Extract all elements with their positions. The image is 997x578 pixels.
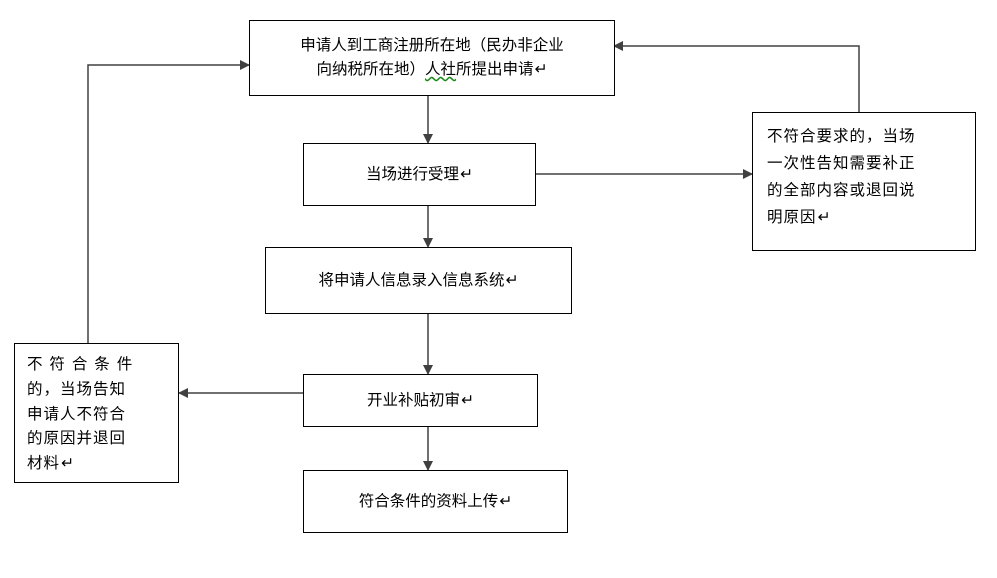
node-reject-line4: 的原因并退回 <box>27 429 127 448</box>
paragraph-mark: ↵ <box>505 271 519 290</box>
node-reject-line2: 的，当场告知 <box>27 379 127 398</box>
paragraph-mark: ↵ <box>460 165 473 184</box>
node-upload-text: 符合条件的资料上传 <box>358 492 499 511</box>
node-review-text: 开业补贴初审 <box>366 391 460 410</box>
node-enter-text: 将申请人信息录入信息系统 <box>318 271 505 290</box>
node-apply-line2-wavy: 人社 <box>424 60 456 79</box>
node-notify-line1: 不符合要求的，当场 <box>767 127 916 145</box>
node-enter-label: 将申请人信息录入信息系统↵ <box>318 268 518 292</box>
node-apply-line2-pre: 向纳税所在地） <box>316 60 425 79</box>
arrow-reject-to-apply <box>87 60 250 343</box>
node-accept-label: 当场进行受理↵ <box>366 162 473 186</box>
node-apply-line1: 申请人到工商注册所在地（民办非企业 <box>300 36 564 54</box>
node-reject-line5: 材料↵ <box>27 451 172 476</box>
node-accept-text: 当场进行受理 <box>365 165 459 184</box>
paragraph-mark: ↵ <box>61 454 76 473</box>
node-notify-line4-text: 明原因 <box>767 208 817 227</box>
node-notify-correct: 不符合要求的，当场 一次性告知需要补正 的全部内容或退回说 明原因↵ <box>752 112 976 251</box>
paragraph-mark: ↵ <box>499 492 513 511</box>
node-reject-line5-text: 材料 <box>27 454 61 473</box>
node-reject: 不 符 合 条 件 的，当场告知 申请人不符合 的原因并退回 材料↵ <box>14 343 179 483</box>
arrow-notify-to-apply <box>613 41 860 112</box>
node-apply: 申请人到工商注册所在地（民办非企业 向纳税所在地）人社所提出申请↵ <box>249 20 615 96</box>
node-apply-line2: 向纳税所在地）人社所提出申请↵ <box>256 57 608 81</box>
paragraph-mark: ↵ <box>534 60 548 79</box>
node-apply-line2-post: 所提出申请 <box>456 60 534 79</box>
node-review: 开业补贴初审↵ <box>303 374 538 427</box>
node-reject-line3: 申请人不符合 <box>27 404 127 423</box>
node-accept: 当场进行受理↵ <box>303 143 536 206</box>
node-enter: 将申请人信息录入信息系统↵ <box>265 247 572 314</box>
paragraph-mark: ↵ <box>817 208 832 227</box>
node-reject-line1: 不 符 合 条 件 <box>27 355 134 373</box>
node-notify-line2: 一次性告知需要补正 <box>767 154 916 173</box>
node-review-label: 开业补贴初审↵ <box>367 388 474 412</box>
node-upload-label: 符合条件的资料上传↵ <box>359 489 513 513</box>
node-notify-line4: 明原因↵ <box>767 204 965 231</box>
paragraph-mark: ↵ <box>461 391 474 410</box>
node-notify-line3: 的全部内容或退回说 <box>767 181 916 200</box>
node-upload: 符合条件的资料上传↵ <box>303 470 568 533</box>
